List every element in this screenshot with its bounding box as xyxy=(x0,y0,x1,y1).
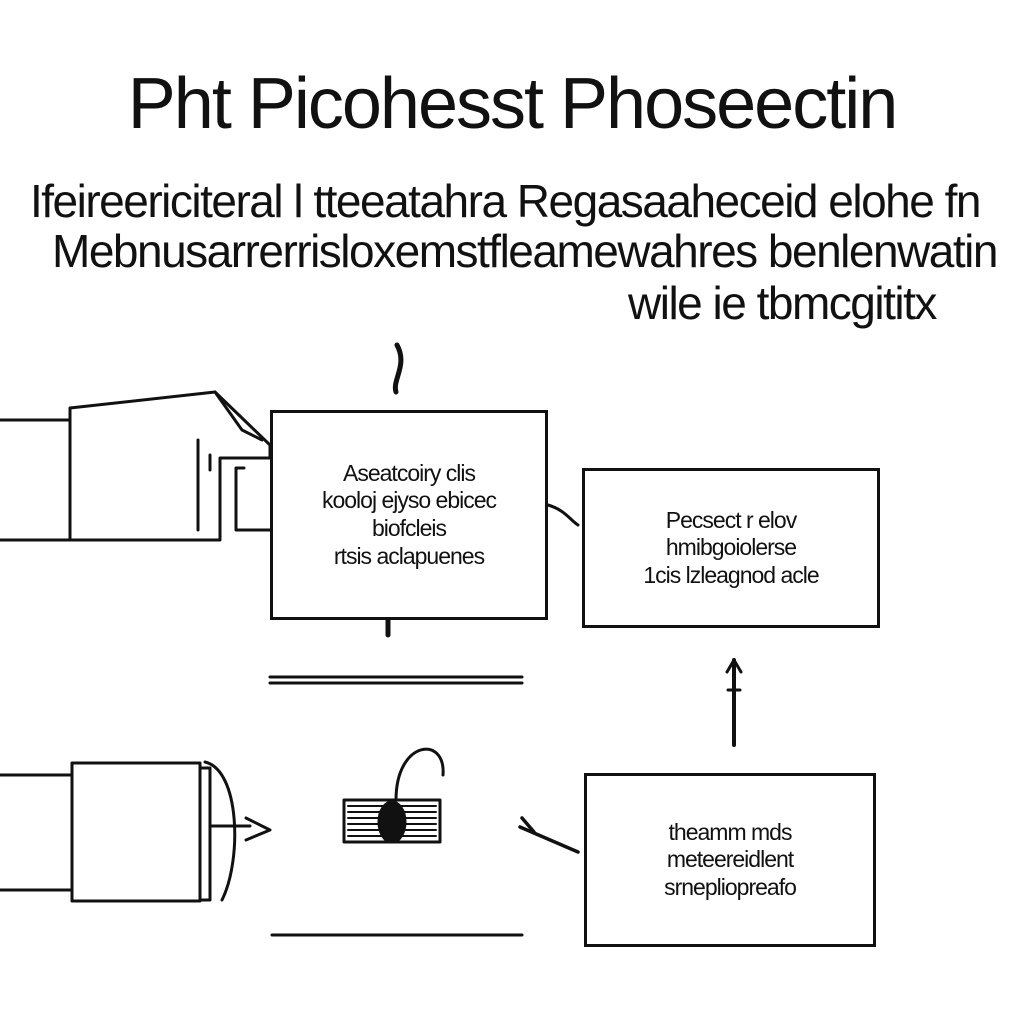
box-connector-right xyxy=(546,503,580,527)
process-box-top-left: Aseatcoiry clis kooloj ejyso ebicec biof… xyxy=(270,410,548,620)
arrow-left-icon xyxy=(518,816,580,854)
padlock-icon xyxy=(342,747,445,844)
arrow-up-icon xyxy=(725,658,743,747)
hand-icon xyxy=(0,390,272,542)
subtitle-line-3: wile ie tbmcgititx xyxy=(628,277,937,329)
box-connector-left xyxy=(234,466,272,532)
box-text-line: biofcleis xyxy=(371,515,447,541)
subtitle-line-2: Mebnusarrerrisloxemstfleamewahres benlen… xyxy=(52,225,998,277)
diagram-title: Pht Picohesst Phoseectin xyxy=(127,64,898,144)
process-box-bottom-right: theamm mds meteereidlent srnepliopreafo xyxy=(584,773,876,947)
divider-top xyxy=(268,675,524,685)
box-text-line: hmibgoiolerse xyxy=(665,534,797,561)
box-text-line: Aseatcoiry clis xyxy=(343,459,476,486)
pipe-icon xyxy=(0,760,272,903)
squiggle-mark xyxy=(392,342,404,395)
process-box-top-right: Pecsect r elov hmibgoiolerse 1cis lzleag… xyxy=(582,468,880,628)
box-text-line: 1cis lzleagnod acle xyxy=(643,561,819,588)
box-text-line: meteereidlent xyxy=(666,846,794,873)
box-text-line: rtsis aclapuenes xyxy=(333,542,485,569)
box-text-line: Pecsect r elov xyxy=(665,506,797,533)
box-text-line: kooloj ejyso ebicec xyxy=(321,487,497,514)
box-text-line: srnepliopreafo xyxy=(664,873,797,900)
subtitle-line-1: Ifeireericiteral l tteeatahra Regasaahec… xyxy=(30,175,981,227)
box-text-line: theamm mds xyxy=(668,818,793,845)
